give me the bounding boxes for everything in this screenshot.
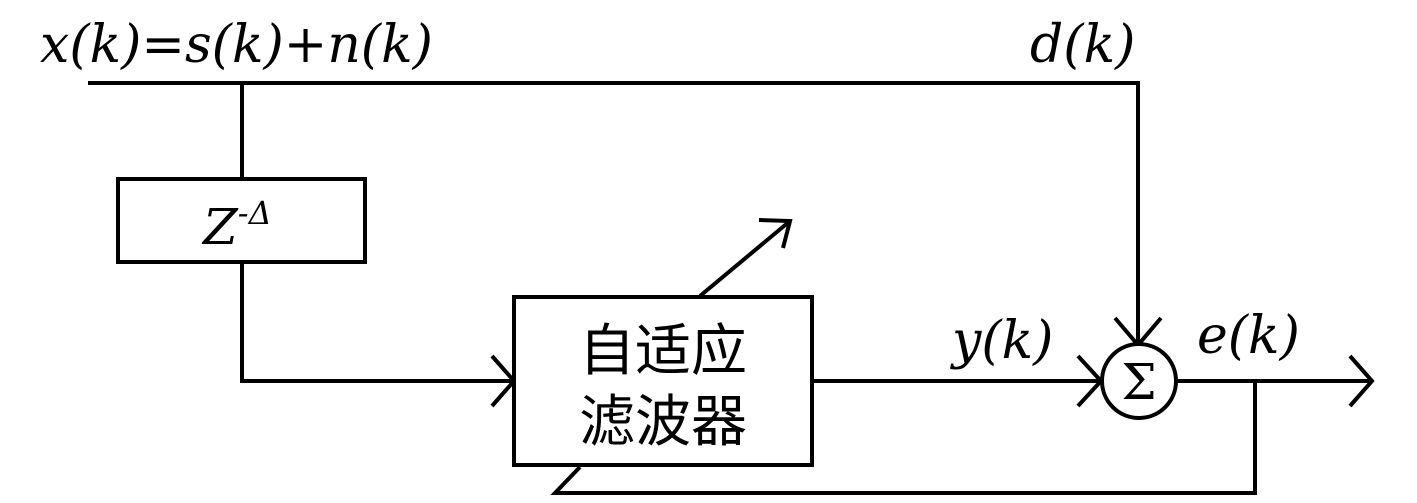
delay-exponent: -Δ	[238, 194, 272, 232]
output-arrowhead	[1348, 354, 1375, 408]
adaptive-filter-label-line1: 自适应	[579, 319, 747, 384]
adaptation-arrowhead	[758, 218, 793, 249]
error-feedback-wire	[550, 381, 1257, 495]
adaptive-filter-block	[512, 295, 814, 467]
error-signal-label: e(k)	[1197, 306, 1300, 366]
delay-to-filter-wire	[240, 262, 514, 383]
summer-symbol: Σ	[1121, 353, 1156, 411]
summer-circle	[1100, 342, 1178, 420]
delay-label: Z-Δ	[201, 194, 272, 256]
delay-base: Z	[201, 198, 239, 256]
adaptation-arrow	[698, 219, 792, 298]
desired-signal-label: d(k)	[1030, 15, 1135, 75]
delay-block	[116, 177, 367, 264]
output-signal-label: y(k)	[950, 311, 1053, 371]
adaptive-filter-label-line2: 滤波器	[579, 390, 747, 455]
input-signal-label: x(k)=s(k)+n(k)	[40, 15, 433, 75]
